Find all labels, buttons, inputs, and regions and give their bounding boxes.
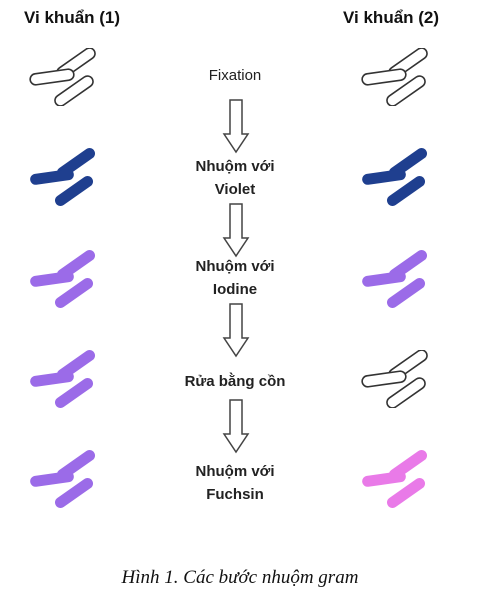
bacterium-rod <box>386 377 426 408</box>
bacterium-rod <box>54 378 94 408</box>
bacterium-rod <box>362 471 406 487</box>
figure-caption: Hình 1. Các bước nhuộm gram <box>121 567 359 588</box>
bacterium-rod <box>54 176 94 206</box>
down-arrow-icon <box>222 303 250 358</box>
bacterium-rod <box>362 271 406 287</box>
bacteria-right-fuchsin <box>362 450 428 508</box>
down-arrow-icon <box>222 399 250 454</box>
bacterium-rod <box>54 75 94 106</box>
step-fuchsin-line1: Nhuộm với <box>195 463 275 480</box>
bacterium-rod <box>386 176 426 206</box>
step-label-fuchsin: Nhuộm với Fuchsin <box>150 460 320 506</box>
step-label-violet: Nhuộm với Violet <box>150 155 320 201</box>
step-iodine-line2: Iodine <box>212 281 258 298</box>
bacterium-rod <box>361 370 407 388</box>
bacteria-left-fuchsin <box>30 450 96 508</box>
step-label-alcohol-wash: Rửa bằng cồn <box>150 370 320 393</box>
bacteria-right-violet <box>362 148 428 206</box>
bacteria-right-alcohol <box>361 350 428 408</box>
bacterium-rod <box>29 68 75 86</box>
bacterium-rod <box>386 478 426 508</box>
bacteria-left-iodine <box>30 250 96 308</box>
bacteria-left-alcohol <box>30 350 96 408</box>
column-title-bacteria-1: Vi khuẩn (1) <box>24 8 121 27</box>
bacterium-rod <box>386 278 426 308</box>
step-alcohol-line1: Rửa bằng cồn <box>184 373 286 390</box>
bacteria-left-violet <box>30 148 96 206</box>
step-fuchsin-line2: Fuchsin <box>206 486 264 503</box>
bacterium-rod <box>386 75 426 106</box>
bacterium-rod <box>361 68 407 86</box>
bacteria-right-fixation <box>361 48 428 106</box>
bacterium-rod <box>30 271 74 287</box>
bacterium-rod <box>30 169 74 185</box>
bacteria-right-iodine <box>362 250 428 308</box>
step-violet-line2: Violet <box>214 181 256 198</box>
bacterium-rod <box>30 471 74 487</box>
down-arrow-icon <box>222 99 250 154</box>
bacterium-rod <box>54 478 94 508</box>
column-title-bacteria-2: Vi khuẩn (2) <box>343 8 440 27</box>
step-label-iodine: Nhuộm với Iodine <box>150 255 320 301</box>
step-violet-line1: Nhuộm với <box>195 158 275 175</box>
step-iodine-line1: Nhuộm với <box>195 258 275 275</box>
step-fixation-line1: Fixation <box>208 67 262 84</box>
bacteria-left-fixation <box>29 48 96 106</box>
step-label-fixation: Fixation <box>150 64 320 87</box>
bacterium-rod <box>30 371 74 387</box>
down-arrow-icon <box>222 203 250 258</box>
bacterium-rod <box>54 278 94 308</box>
bacterium-rod <box>362 169 406 185</box>
